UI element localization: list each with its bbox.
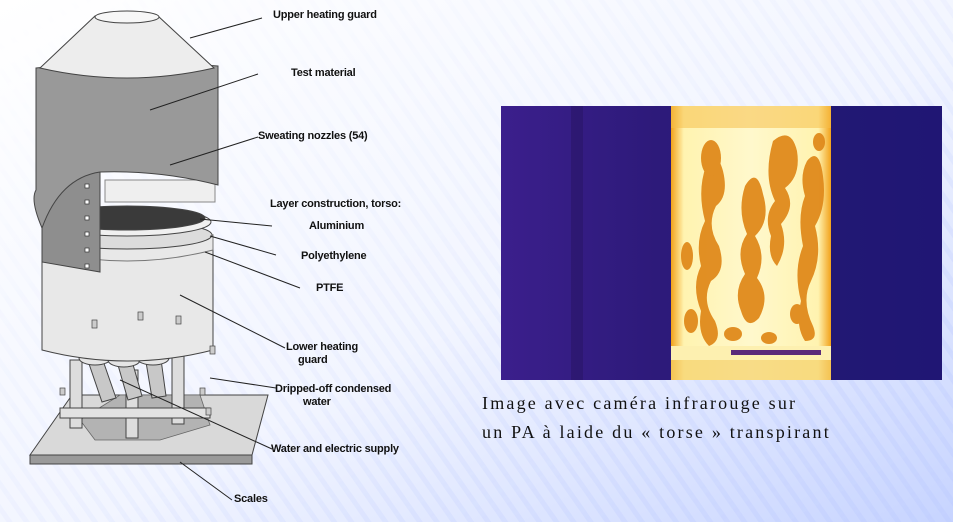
caption-line1: Image avec caméra infrarouge sur: [482, 393, 797, 414]
infrared-thermal-image: [501, 106, 942, 380]
scales-platform: [30, 395, 268, 464]
caption-line2: un PA à laide du « torse » transpirant: [482, 422, 831, 443]
label-lower-heating-guard-line1: Lower heating: [286, 341, 358, 353]
label-water-electric-supply: Water and electric supply: [271, 443, 399, 455]
label-dripped-water-line1: Dripped-off condensed: [275, 383, 391, 395]
label-aluminium: Aluminium: [309, 220, 364, 232]
label-ptfe: PTFE: [316, 282, 343, 294]
upper-heating-guard: [40, 11, 214, 78]
label-layer-construction: Layer construction, torso:: [270, 198, 401, 210]
label-sweating-nozzles: Sweating nozzles (54): [258, 130, 368, 142]
label-lower-heating-guard-line2: guard: [298, 354, 328, 366]
label-upper-heating-guard: Upper heating guard: [273, 9, 377, 21]
label-test-material: Test material: [291, 67, 355, 79]
label-dripped-water-line2: water: [303, 396, 331, 408]
label-polyethylene: Polyethylene: [301, 250, 366, 262]
label-scales: Scales: [234, 493, 268, 505]
